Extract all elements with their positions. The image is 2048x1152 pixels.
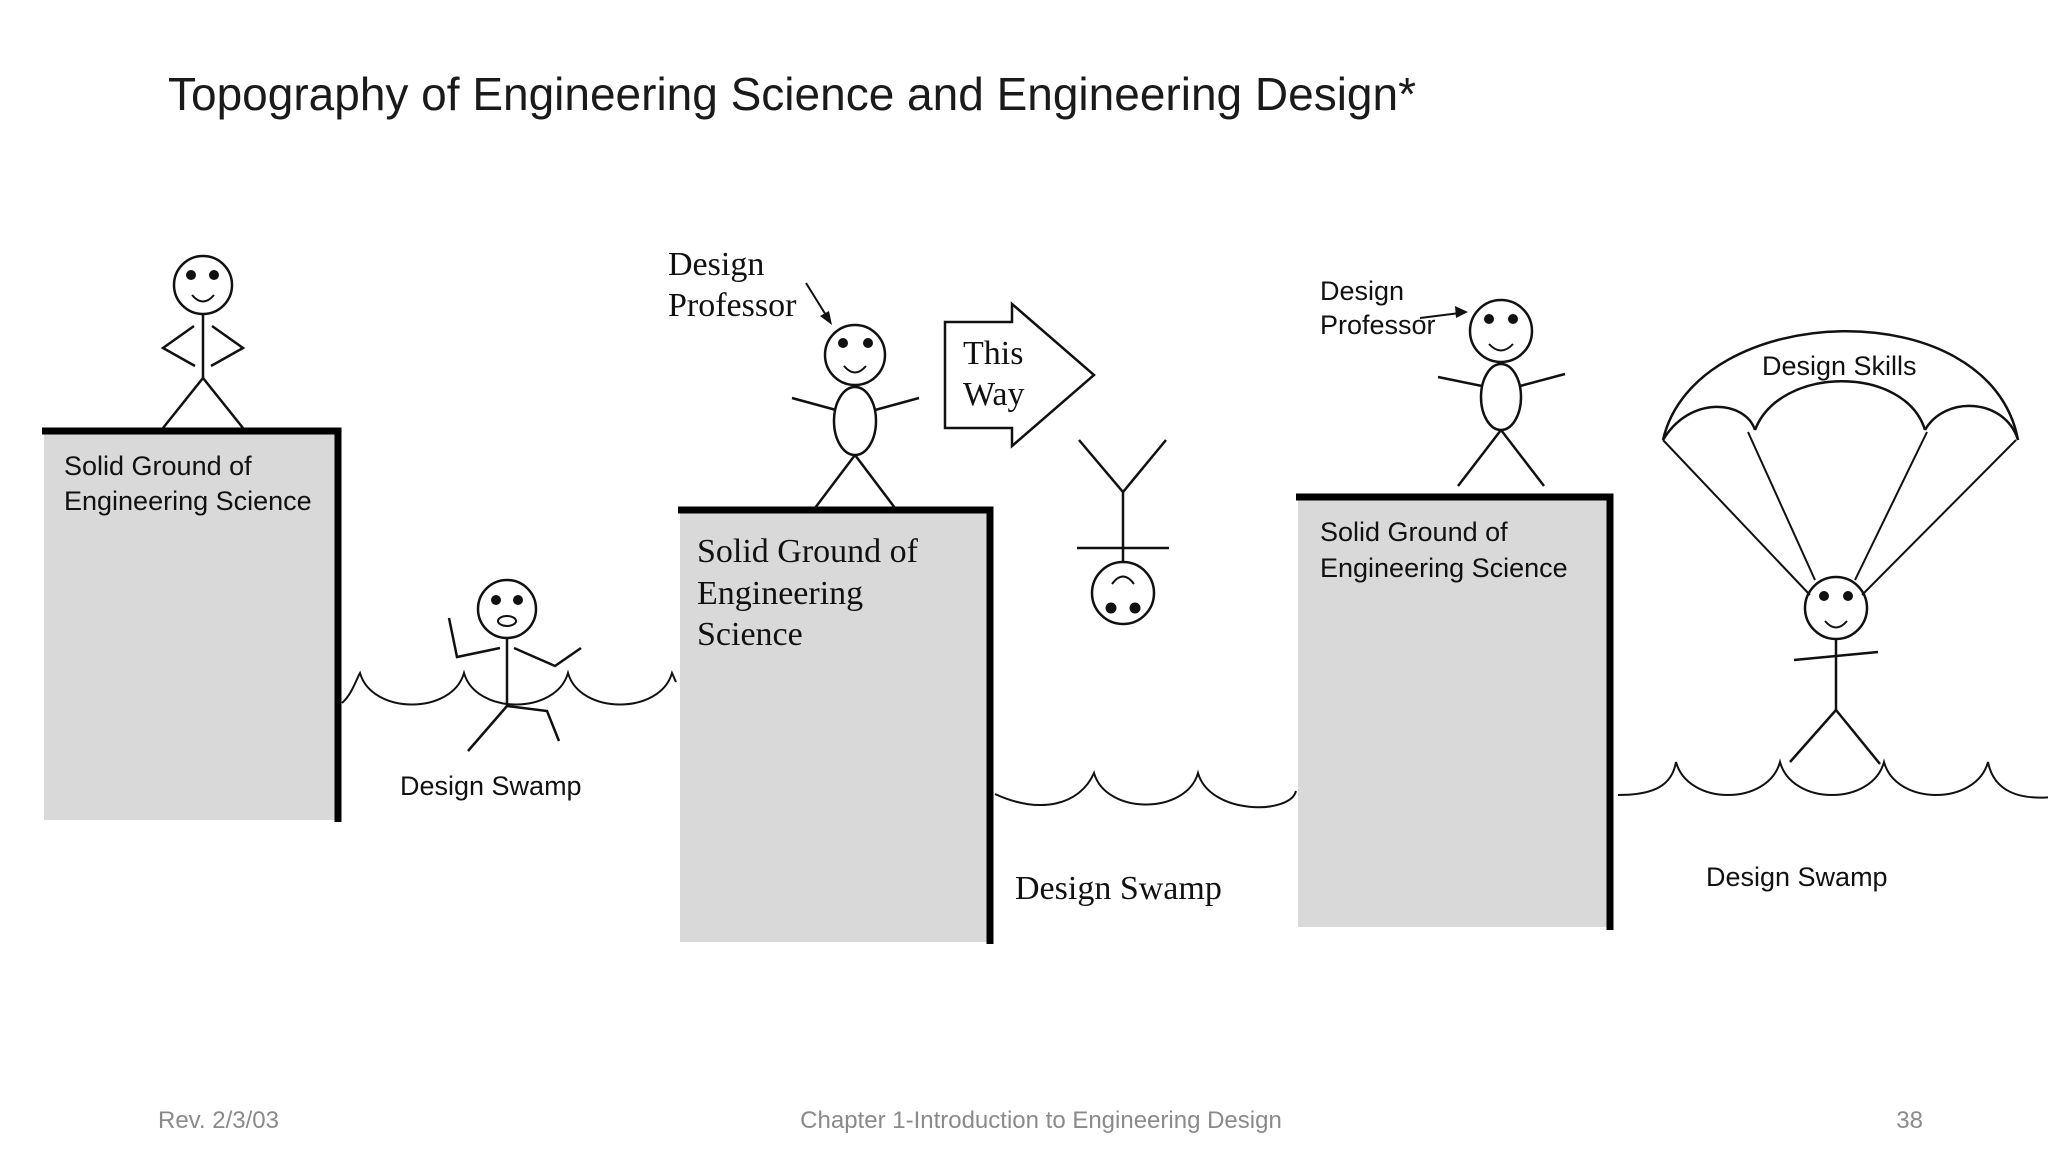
stick-figure-falling bbox=[1077, 439, 1169, 626]
solid-ground-label-1: Solid Ground of Engineering Science bbox=[64, 451, 312, 516]
swamp-water-2 bbox=[994, 769, 1297, 809]
swamp-water-1 bbox=[341, 669, 677, 706]
swamp-label-1: Design Swamp bbox=[400, 771, 582, 801]
solid-ground-block-3 bbox=[1296, 493, 1614, 930]
stick-figure-parachutist bbox=[1789, 575, 1881, 765]
parachute-label: Design Skills bbox=[1762, 351, 1917, 381]
pointer-arrow-1 bbox=[805, 282, 832, 325]
stick-figure-engineer-1 bbox=[160, 254, 246, 429]
footer-revision: Rev. 2/3/03 bbox=[158, 1107, 279, 1134]
solid-ground-label-3: Solid Ground of Engineering Science bbox=[1320, 517, 1568, 583]
professor-label-2: Design Professor bbox=[1320, 276, 1436, 340]
solid-ground-block-1 bbox=[42, 427, 342, 822]
solid-ground-label-2: Solid Ground of Engineering Science bbox=[697, 533, 927, 653]
solid-ground-block-2 bbox=[678, 506, 994, 944]
footer-chapter: Chapter 1-Introduction to Engineering De… bbox=[800, 1107, 1282, 1134]
this-way-arrow-sign bbox=[943, 301, 1096, 449]
swamp-water-3 bbox=[1617, 758, 2048, 799]
parachute-canopy bbox=[1661, 330, 2020, 596]
stick-figure-drowning bbox=[447, 578, 582, 752]
stick-figure-professor-1 bbox=[791, 323, 920, 509]
swamp-label-2: Design Swamp bbox=[1015, 870, 1222, 907]
slide-title: Topography of Engineering Science and En… bbox=[168, 68, 1416, 120]
swamp-label-3: Design Swamp bbox=[1706, 862, 1888, 892]
stick-figure-professor-2 bbox=[1437, 298, 1566, 487]
this-way-label: This Way bbox=[963, 335, 1032, 413]
footer-page-number: 38 bbox=[1896, 1107, 1923, 1134]
professor-label-1: Design Professor bbox=[668, 246, 797, 324]
pointer-arrow-2 bbox=[1419, 306, 1468, 319]
